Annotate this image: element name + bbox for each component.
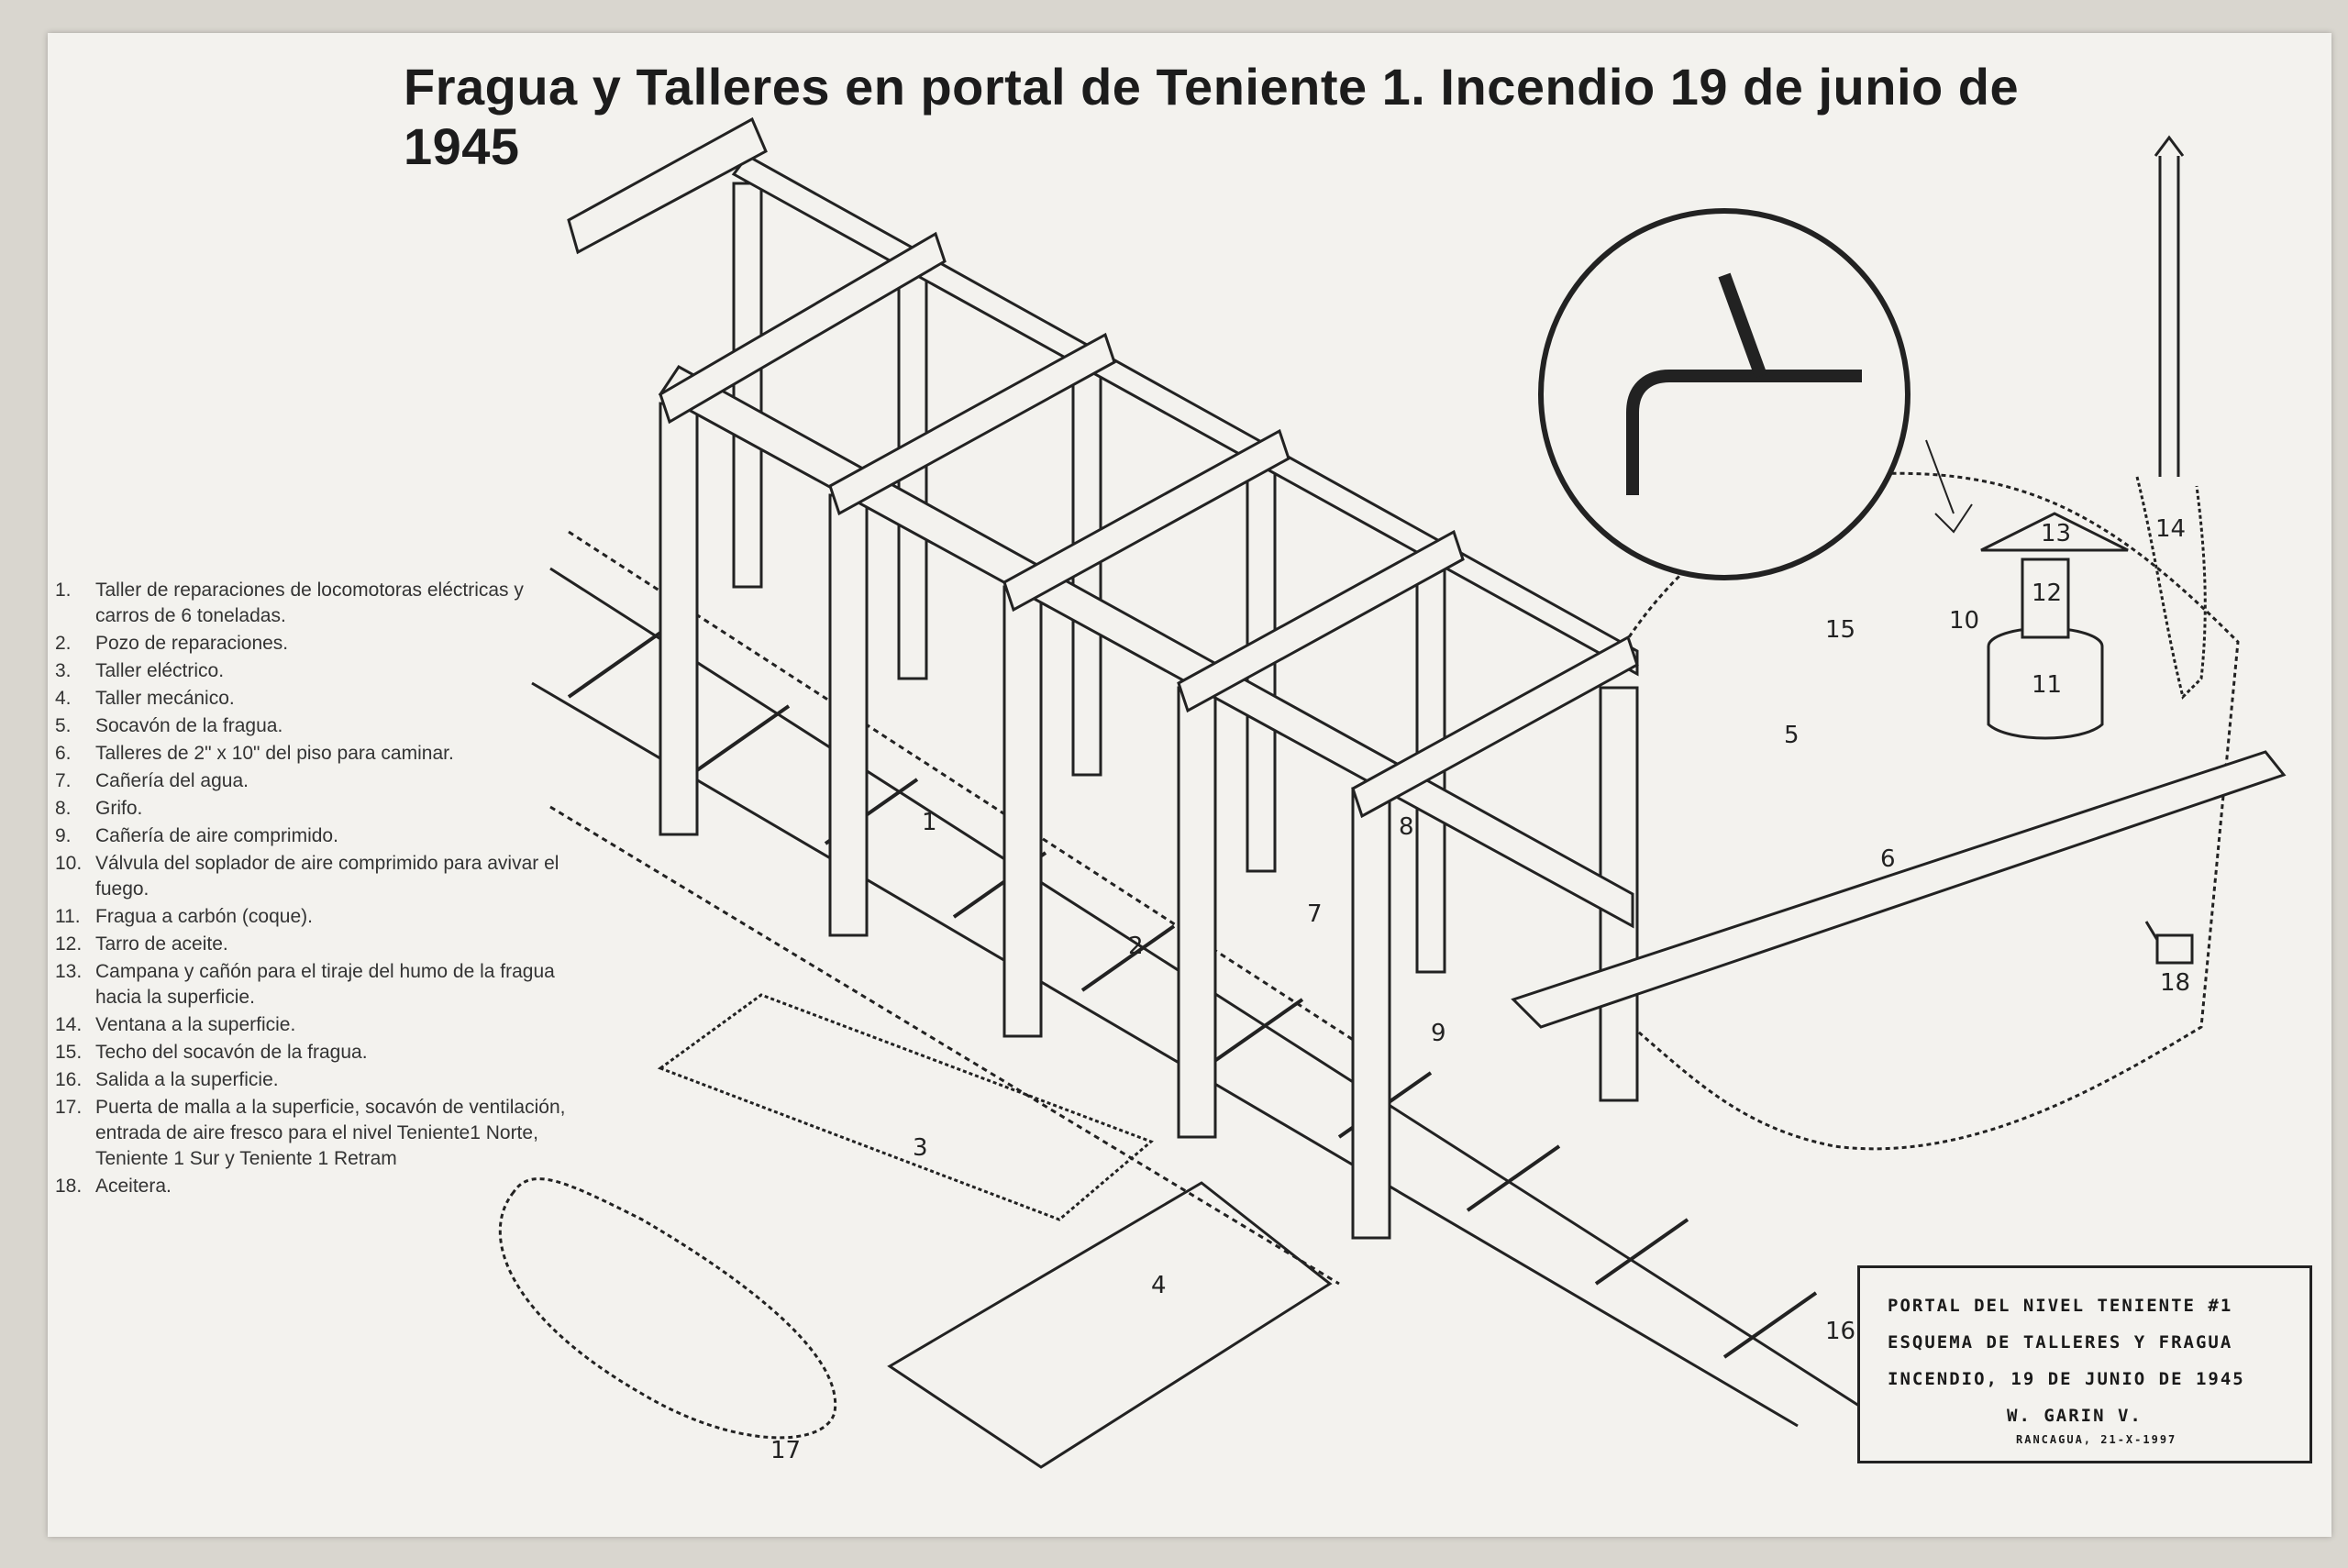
label-1: 1: [922, 809, 937, 836]
legend-item: 14. Ventana a la superficie.: [55, 1012, 569, 1038]
legend-number: 18.: [55, 1176, 83, 1197]
valve-detail-inset: [1538, 208, 1911, 580]
forge-tunnel-floor: [1612, 471, 2240, 1151]
legend-number: 8.: [55, 798, 72, 819]
title-block-stamp: PORTAL DEL NIVEL TENIENTE #1 ESQUEMA DE …: [1857, 1265, 2312, 1463]
legend-number: 2.: [55, 633, 72, 654]
stamp-line-2: ESQUEMA DE TALLERES Y FRAGUA: [1888, 1332, 2233, 1353]
legend-item: 15. Techo del socavón de la fragua.: [55, 1040, 569, 1066]
legend-text: Techo del socavón de la fragua.: [95, 1042, 368, 1063]
label-18: 18: [2160, 969, 2190, 997]
legend-item: 6. Talleres de 2" x 10" del piso para cam…: [55, 741, 569, 767]
legend-number: 15.: [55, 1042, 83, 1063]
legend-number: 3.: [55, 660, 72, 681]
legend-text: Aceitera.: [95, 1176, 172, 1197]
legend-number: 7.: [55, 770, 72, 791]
legend-item: 16. Salida a la superficie.: [55, 1067, 569, 1093]
legend: 1. Taller de reparaciones de locomotoras …: [55, 578, 569, 1201]
legend-item: 7. Cañería del agua.: [55, 768, 569, 794]
label-8: 8: [1399, 813, 1414, 841]
label-11: 11: [2032, 671, 2062, 699]
smoke-chimney: [2154, 135, 2185, 477]
label-17: 17: [770, 1437, 801, 1464]
legend-text: Taller mecánico.: [95, 688, 235, 709]
oil-can-icon: [2144, 921, 2194, 965]
legend-number: 14.: [55, 1014, 83, 1035]
legend-item: 17. Puerta de malla a la superficie, soca…: [55, 1095, 569, 1172]
legend-text: Puerta de malla a la superficie, socavón…: [95, 1097, 566, 1169]
ventilation-tunnel: [498, 1177, 837, 1440]
label-10: 10: [1949, 607, 1979, 635]
mechanical-workshop-floor: [887, 1181, 1333, 1469]
legend-item: 13. Campana y cañón para el tiraje del hu…: [55, 959, 569, 1010]
label-16: 16: [1825, 1318, 1855, 1345]
legend-text: Taller eléctrico.: [95, 660, 225, 681]
stamp-line-1: PORTAL DEL NIVEL TENIENTE #1: [1888, 1296, 2233, 1316]
forge: [1980, 512, 2129, 740]
stamp-author: W. GARIN V.: [2007, 1406, 2143, 1426]
legend-item: 5. Socavón de la fragua.: [55, 713, 569, 739]
legend-text: Tarro de aceite.: [95, 933, 228, 955]
label-9: 9: [1431, 1020, 1446, 1047]
label-2: 2: [1128, 933, 1144, 960]
legend-item: 3. Taller eléctrico.: [55, 658, 569, 684]
legend-text: Fragua a carbón (coque).: [95, 906, 313, 927]
label-12: 12: [2032, 580, 2062, 607]
legend-text: Pozo de reparaciones.: [95, 633, 289, 654]
label-14: 14: [2155, 515, 2186, 543]
legend-item: 11. Fragua a carbón (coque).: [55, 904, 569, 930]
legend-number: 6.: [55, 743, 72, 764]
electric-workshop-floor: [657, 993, 1154, 1221]
legend-text: Socavón de la fragua.: [95, 715, 283, 736]
legend-text: Cañería del agua.: [95, 770, 249, 791]
arrow-from-inset: [1925, 439, 1973, 534]
legend-item: 1. Taller de reparaciones de locomotoras …: [55, 578, 569, 629]
stamp-date: RANCAGUA, 21-X-1997: [2016, 1433, 2177, 1446]
label-3: 3: [913, 1134, 928, 1162]
label-4: 4: [1151, 1272, 1167, 1299]
legend-item: 4. Taller mecánico.: [55, 686, 569, 712]
surface-window: [2135, 476, 2207, 700]
legend-number: 1.: [55, 580, 72, 601]
legend-item: 10. Válvula del soplador de aire comprimi…: [55, 851, 569, 902]
walkway-planks: [1511, 750, 2287, 1029]
legend-text: Ventana a la superficie.: [95, 1014, 296, 1035]
legend-number: 9.: [55, 825, 72, 846]
ground-edge-left: [568, 530, 1377, 1056]
legend-item: 9. Cañería de aire comprimido.: [55, 823, 569, 849]
legend-text: Cañería de aire comprimido.: [95, 825, 338, 846]
legend-item: 18. Aceitera.: [55, 1174, 569, 1199]
legend-number: 4.: [55, 688, 72, 709]
legend-text: Salida a la superficie.: [95, 1069, 279, 1090]
legend-item: 8. Grifo.: [55, 796, 569, 822]
label-6: 6: [1880, 845, 1896, 873]
legend-text: Grifo.: [95, 798, 143, 819]
legend-number: 17.: [55, 1097, 83, 1118]
legend-number: 12.: [55, 933, 83, 955]
legend-text: Talleres de 2" x 10" del piso para camin…: [95, 743, 454, 764]
legend-number: 10.: [55, 853, 83, 874]
label-5: 5: [1784, 722, 1800, 749]
legend-item: 2. Pozo de reparaciones.: [55, 631, 569, 657]
legend-text: Válvula del soplador de aire comprimido …: [95, 853, 559, 900]
legend-number: 13.: [55, 961, 83, 982]
legend-text: Campana y cañón para el tiraje del humo …: [95, 961, 555, 1008]
ground-edge-front: [549, 805, 1340, 1286]
label-15: 15: [1825, 616, 1855, 644]
label-13: 13: [2041, 520, 2071, 547]
legend-text: Taller de reparaciones de locomotoras el…: [95, 580, 524, 626]
label-7: 7: [1307, 900, 1323, 928]
stamp-line-3: INCENDIO, 19 DE JUNIO DE 1945: [1888, 1369, 2245, 1389]
legend-number: 11.: [55, 906, 81, 927]
diagram-title: Fragua y Talleres en portal de Teniente …: [404, 58, 2020, 175]
legend-number: 5.: [55, 715, 72, 736]
legend-item: 12. Tarro de aceite.: [55, 932, 569, 957]
legend-number: 16.: [55, 1069, 83, 1090]
